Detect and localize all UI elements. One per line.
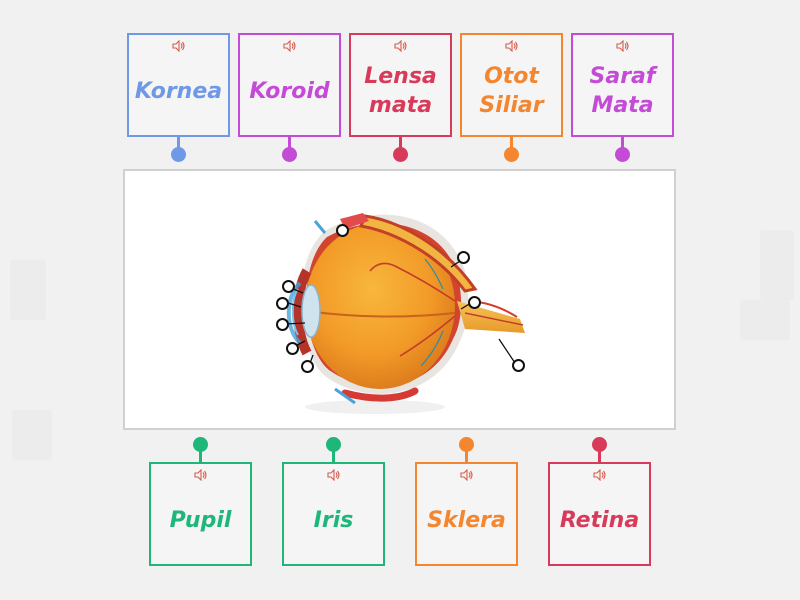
connector-dot[interactable] <box>393 147 408 162</box>
label-card[interactable]: Lensa mata <box>349 33 452 137</box>
label-text: Retina <box>559 507 640 533</box>
drop-target-ring[interactable] <box>276 318 289 331</box>
speaker-icon[interactable] <box>393 40 408 52</box>
label-card[interactable]: Kornea <box>127 33 230 137</box>
speaker-icon[interactable] <box>459 469 474 481</box>
connector-stem <box>288 137 291 149</box>
label-text: Koroid <box>249 78 330 104</box>
connector-stem <box>621 137 624 149</box>
connector-dot[interactable] <box>171 147 186 162</box>
label-card[interactable]: Koroid <box>238 33 341 137</box>
connector-dot[interactable] <box>459 437 474 452</box>
label-card[interactable]: Otot Siliar <box>460 33 563 137</box>
speaker-icon[interactable] <box>504 40 519 52</box>
label-card[interactable]: Pupil <box>149 462 252 566</box>
label-text: Otot Siliar <box>479 64 544 118</box>
connector-stem <box>199 448 202 462</box>
connector-dot[interactable] <box>326 437 341 452</box>
drop-target-ring[interactable] <box>301 360 314 373</box>
connector-stem <box>332 448 335 462</box>
background-placeholder <box>12 410 52 460</box>
speaker-icon[interactable] <box>592 469 607 481</box>
label-card[interactable]: Sklera <box>415 462 518 566</box>
label-text: Sklera <box>427 507 506 533</box>
connector-dot[interactable] <box>615 147 630 162</box>
connector-stem <box>598 448 601 462</box>
label-card[interactable]: Iris <box>282 462 385 566</box>
label-text: Kornea <box>134 78 223 104</box>
speaker-icon[interactable] <box>171 40 186 52</box>
label-text: Saraf Mata <box>589 64 656 118</box>
connector-stem <box>177 137 180 149</box>
drop-target-ring[interactable] <box>457 251 470 264</box>
eye-anatomy-illustration <box>284 213 525 414</box>
label-card[interactable]: Retina <box>548 462 651 566</box>
drop-target-ring[interactable] <box>276 297 289 310</box>
label-card[interactable]: Saraf Mata <box>571 33 674 137</box>
speaker-icon[interactable] <box>193 469 208 481</box>
eye-diagram-board <box>123 169 676 430</box>
drop-target-ring[interactable] <box>468 296 481 309</box>
label-text: Iris <box>313 507 354 533</box>
connector-dot[interactable] <box>504 147 519 162</box>
background-placeholder <box>740 300 790 340</box>
connector-dot[interactable] <box>193 437 208 452</box>
label-text: Pupil <box>169 507 232 533</box>
label-text: Lensa mata <box>364 64 437 118</box>
speaker-icon[interactable] <box>326 469 341 481</box>
drop-target-ring[interactable] <box>336 224 349 237</box>
drop-target-ring[interactable] <box>282 280 295 293</box>
drop-target-ring[interactable] <box>512 359 525 372</box>
background-placeholder <box>760 230 794 300</box>
speaker-icon[interactable] <box>615 40 630 52</box>
connector-stem <box>465 448 468 462</box>
connector-stem <box>399 137 402 149</box>
connector-dot[interactable] <box>592 437 607 452</box>
connector-stem <box>510 137 513 149</box>
speaker-icon[interactable] <box>282 40 297 52</box>
drop-target-ring[interactable] <box>286 342 299 355</box>
connector-dot[interactable] <box>282 147 297 162</box>
background-placeholder <box>10 260 46 320</box>
